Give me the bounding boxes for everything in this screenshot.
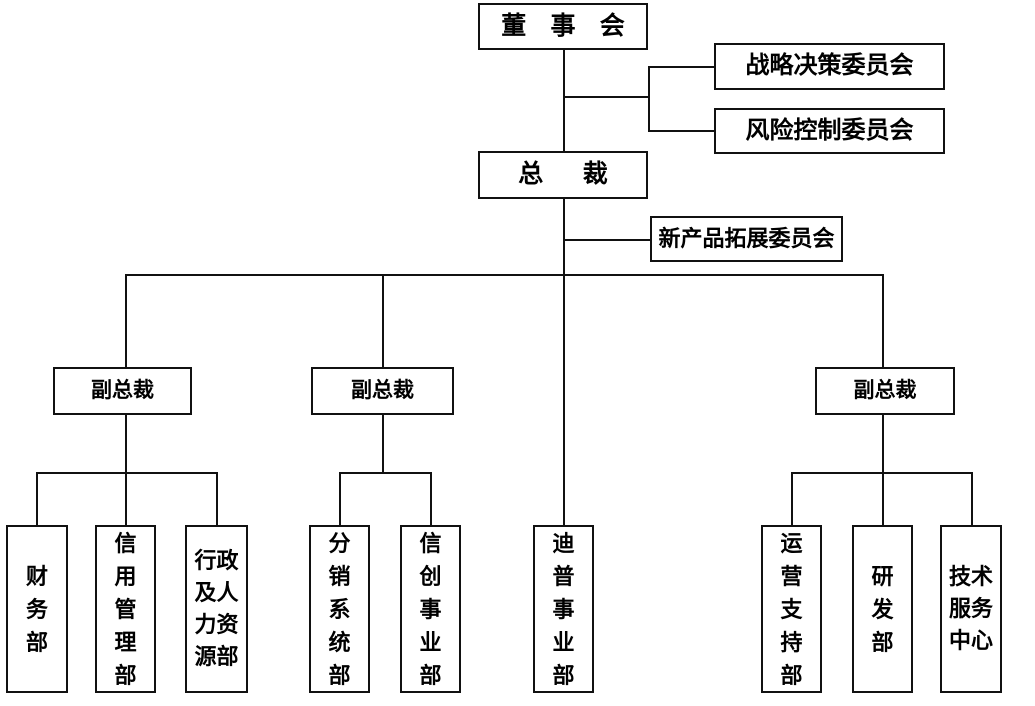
connector-vp1-stem xyxy=(125,415,127,473)
connector-vp2-rail xyxy=(339,472,432,474)
connector-vp-bus xyxy=(125,274,884,276)
node-dept-admin-hr-label: 行政 及人 力资 源部 xyxy=(194,547,239,670)
node-board-label: 董 事 会 xyxy=(501,12,634,40)
connector-board-to-committee-bracket xyxy=(563,96,650,98)
node-strategy-committee-label: 战略决策委员会 xyxy=(745,53,914,80)
connector-bracket-to-strategy-committee xyxy=(648,66,716,68)
node-vp1-label: 副总裁 xyxy=(91,378,154,403)
connector-bus-drop-vp3 xyxy=(882,274,884,367)
node-dept-tech-service[interactable]: 技术 服务 中心 xyxy=(940,525,1002,693)
node-vp3[interactable]: 副总裁 xyxy=(815,367,955,415)
node-dept-dptech[interactable]: 迪 普 事 业 部 xyxy=(533,525,594,693)
node-dept-rd[interactable]: 研 发 部 xyxy=(852,525,913,693)
node-dept-xinchuang-label: 信 创 事 业 部 xyxy=(419,530,442,688)
node-dept-operations[interactable]: 运 营 支 持 部 xyxy=(761,525,822,693)
connector-bus-drop-vp1 xyxy=(125,274,127,367)
node-president-label: 总 裁 xyxy=(518,161,617,189)
node-dept-rd-label: 研 发 部 xyxy=(871,563,894,655)
node-dept-operations-label: 运 营 支 持 部 xyxy=(780,530,803,688)
connector-vp1-drop-credit xyxy=(125,472,127,526)
node-vp2-label: 副总裁 xyxy=(351,378,414,403)
node-dept-credit-label: 信 用 管 理 部 xyxy=(114,530,137,688)
connector-committee-bracket xyxy=(648,66,650,132)
node-risk-committee-label: 风险控制委员会 xyxy=(745,117,914,144)
connector-vp3-drop-operations xyxy=(791,472,793,526)
node-vp3-label: 副总裁 xyxy=(853,378,917,403)
node-dept-finance[interactable]: 财 务 部 xyxy=(6,525,68,693)
connector-president-stem xyxy=(563,199,565,526)
node-dept-finance-label: 财 务 部 xyxy=(25,563,48,655)
connector-vp3-drop-rd xyxy=(882,472,884,526)
node-new-product-committee-label: 新产品拓展委员会 xyxy=(658,225,835,251)
node-strategy-committee[interactable]: 战略决策委员会 xyxy=(714,43,945,90)
node-risk-committee[interactable]: 风险控制委员会 xyxy=(714,108,945,154)
node-dept-distribution-label: 分 销 系 统 部 xyxy=(328,530,351,688)
connector-vp3-stem xyxy=(882,415,884,473)
connector-vp1-drop-admin-hr xyxy=(216,472,218,526)
node-new-product-committee[interactable]: 新产品拓展委员会 xyxy=(650,216,843,262)
connector-vp1-rail xyxy=(36,472,218,474)
connector-vp2-drop-xinchuang xyxy=(430,472,432,526)
connector-vp2-drop-distribution xyxy=(339,472,341,526)
node-dept-dptech-label: 迪 普 事 业 部 xyxy=(552,530,575,688)
connector-bus-drop-vp2 xyxy=(382,274,384,367)
node-dept-xinchuang[interactable]: 信 创 事 业 部 xyxy=(400,525,461,693)
node-board[interactable]: 董 事 会 xyxy=(478,3,648,50)
node-dept-distribution[interactable]: 分 销 系 统 部 xyxy=(309,525,370,693)
node-president[interactable]: 总 裁 xyxy=(478,151,648,199)
connector-vp3-drop-tech-service xyxy=(971,472,973,526)
node-dept-admin-hr[interactable]: 行政 及人 力资 源部 xyxy=(185,525,248,693)
connector-bracket-to-risk-committee xyxy=(648,130,716,132)
node-dept-tech-service-label: 技术 服务 中心 xyxy=(948,563,993,654)
connector-vp1-drop-finance xyxy=(36,472,38,526)
connector-board-stem xyxy=(563,50,565,151)
node-vp1[interactable]: 副总裁 xyxy=(53,367,192,415)
node-dept-credit[interactable]: 信 用 管 理 部 xyxy=(95,525,156,693)
connector-vp2-stem xyxy=(382,415,384,473)
connector-president-to-new-product-committee xyxy=(563,239,652,241)
node-vp2[interactable]: 副总裁 xyxy=(311,367,454,415)
